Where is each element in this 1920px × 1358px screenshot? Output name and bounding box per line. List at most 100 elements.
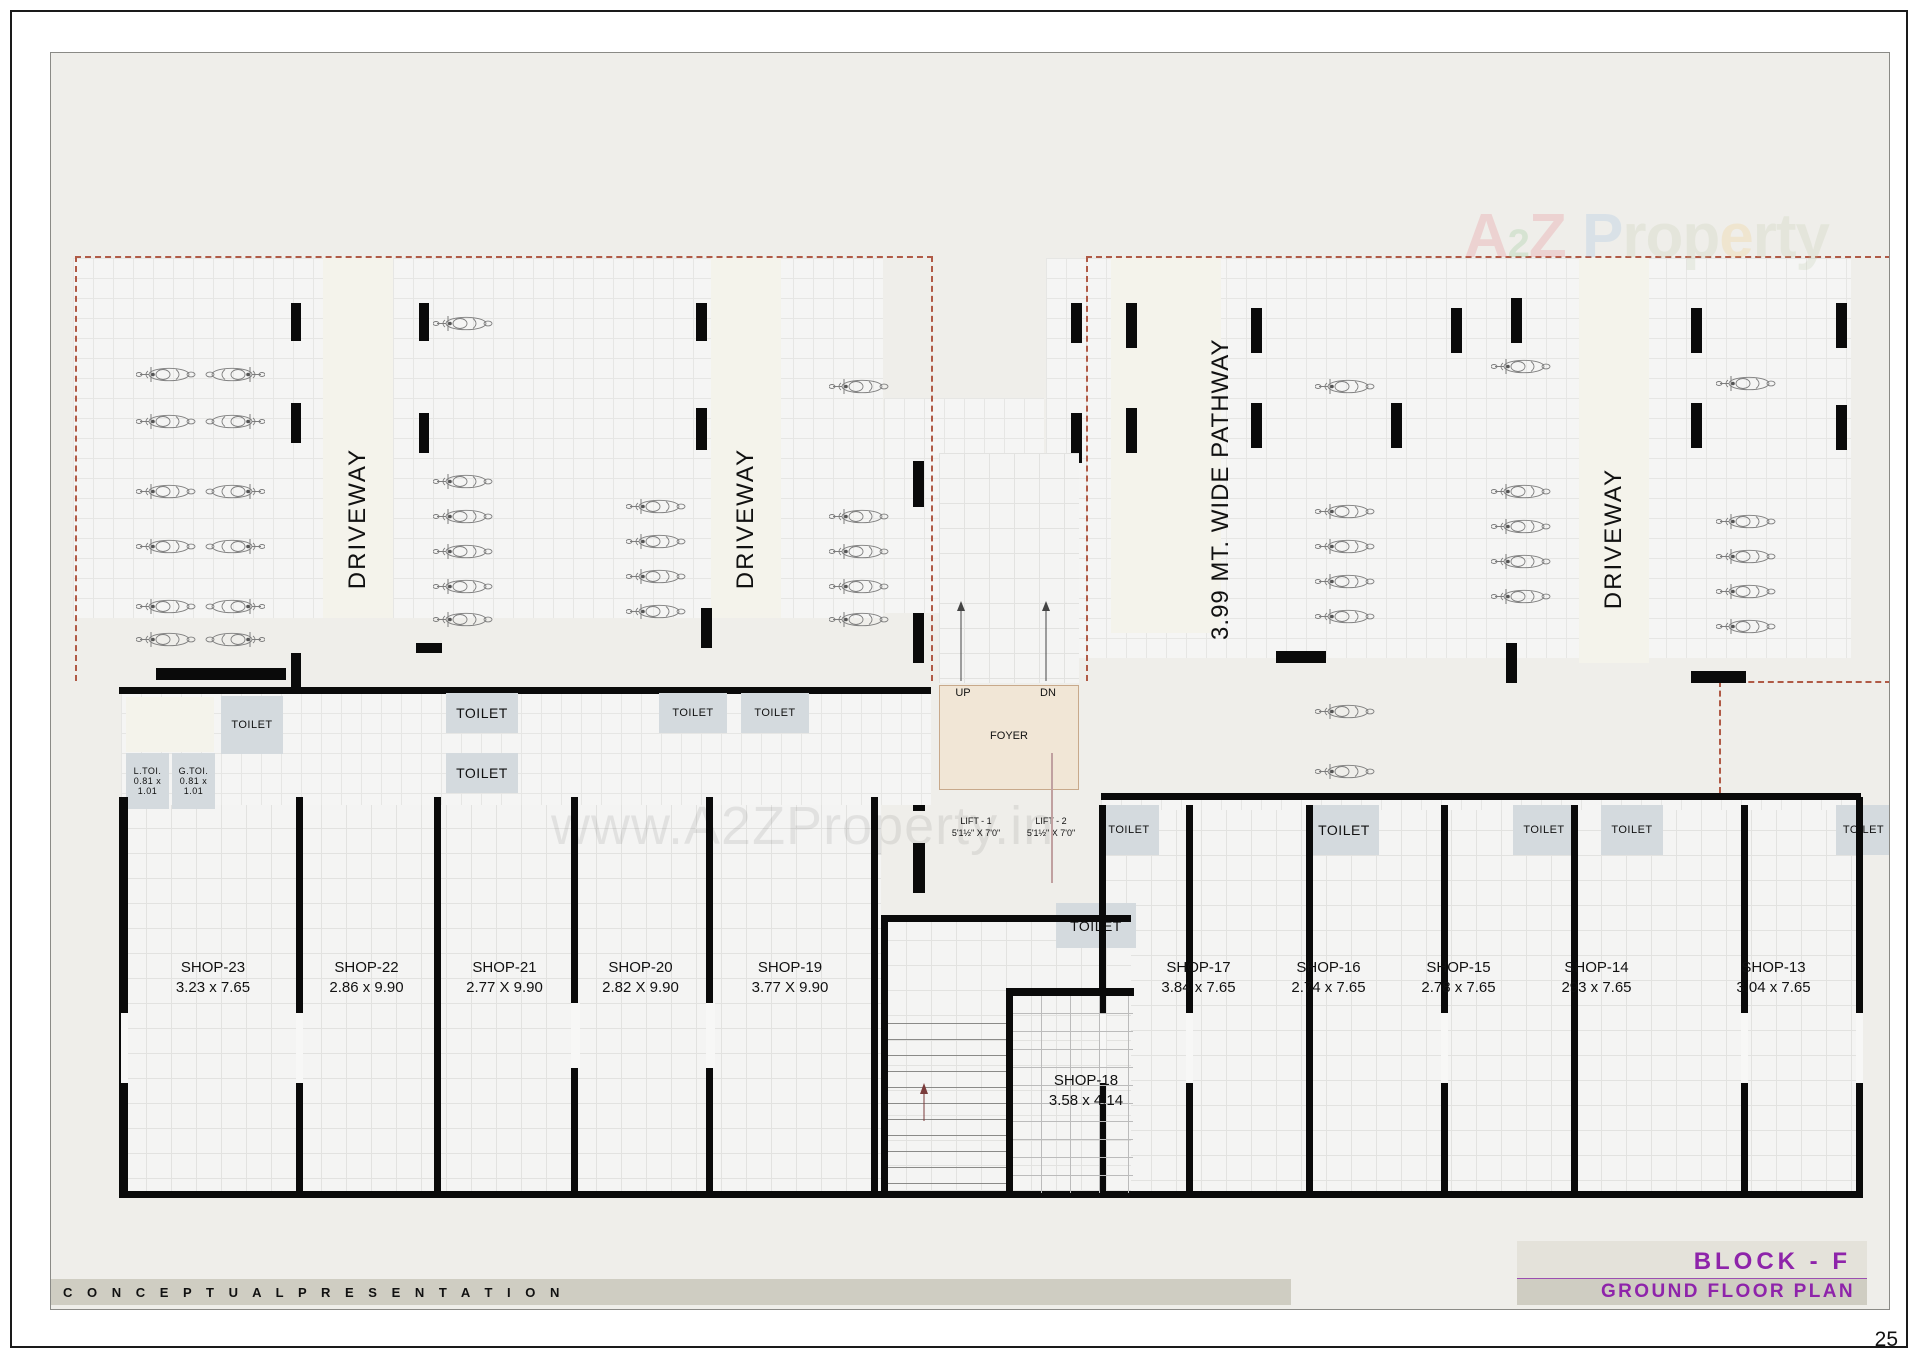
scooter-icon [203,598,265,615]
column [1126,408,1137,453]
partition-wall [1571,805,1578,1193]
lift-1-name: LIFT - 1 [960,816,992,826]
scooter-icon [626,498,688,515]
toilet-label: TOILET [1318,822,1370,838]
shop-name: SHOP-16 [1296,959,1361,976]
scooter-icon [203,413,265,430]
column [1276,651,1326,663]
column [1071,303,1082,343]
scooter-icon [433,611,495,628]
shop-name: SHOP-18 [1053,1072,1119,1089]
shop-name: SHOP-13 [1741,959,1806,976]
column [1126,303,1137,348]
shop-label: SHOP-14 293 x 7.65 [1519,958,1674,999]
door-opening [1741,1013,1748,1083]
scooter-icon [1315,378,1377,395]
toilet-room: TOILET [446,753,518,793]
door-opening [121,1013,128,1083]
shop-name: SHOP-15 [1426,959,1491,976]
scooter-icon [203,631,265,648]
foyer-label: FOYER [990,730,1028,742]
column [913,461,924,507]
setback-line-top-right [1086,256,1889,258]
shop-size: 3.04 x 7.65 [1736,979,1811,997]
shop-size: 3.23 x 7.65 [175,979,251,997]
toilet-room: TOILET [1056,903,1136,948]
logo-text-rty: rty [1752,202,1830,271]
block-label: BLOCK - F [1693,1248,1851,1275]
scooter-icon [203,366,265,383]
stair-treads [888,1008,1006,1193]
column [1506,643,1517,683]
toilet-label: TOILET [231,719,273,731]
toilet-room: TOILET [741,693,809,733]
door-opening [571,1003,580,1068]
door-opening [1441,1013,1448,1083]
scooter-icon [829,378,891,395]
toilet-room: TOILET [1099,805,1159,855]
block-title-bar: BLOCK - F [1517,1241,1867,1279]
column [1691,671,1746,683]
shop-name: SHOP-19 [757,959,823,976]
stair-head-wall [1006,988,1134,996]
shop-name: SHOP-14 [1564,959,1629,976]
column [913,843,925,893]
partition-wall [1186,805,1193,1193]
column [419,303,429,341]
foyer-area [939,685,1079,790]
toilet-label: TOILET [1523,824,1565,836]
shops-grid-right [1101,805,1861,1195]
scooter-icon [1716,583,1778,600]
column [1836,303,1847,348]
scooter-icon [1716,618,1778,635]
column [1251,308,1262,353]
entry-lobby-small [126,697,214,752]
toilet-room: TOILET [1513,805,1575,855]
shops-grid-left [121,803,881,1193]
wall-bottom-left [119,1191,931,1198]
scooter-icon [1315,763,1377,780]
lift-divider-wall [1051,753,1053,883]
door-opening [706,1003,715,1068]
shop-size: 2.78 x 7.65 [1421,979,1496,997]
lift-1-size: 5'1½" X 7'0" [951,828,1001,839]
setback-line-right-bottom [1719,681,1889,683]
a2z-property-logo-watermark: A2Z Property [1464,201,1830,272]
column [1391,403,1402,448]
scooter-icon [136,366,198,383]
scooter-icon [1716,548,1778,565]
scooter-icon [626,603,688,620]
toilet-room: TOILET [1309,805,1379,855]
url-watermark: www.A2ZProperty.in [551,796,1055,856]
scooter-icon [1716,513,1778,530]
column [1451,308,1462,353]
column [419,413,429,453]
partition-wall [1306,805,1313,1193]
door-opening [1856,1013,1863,1083]
shop-size: 2.86 x 9.90 [329,979,404,997]
gtoi-name: G.TOI. [178,766,209,776]
dn-arrow-icon [1042,601,1050,681]
scooter-icon [1315,703,1377,720]
scooter-icon [1491,518,1553,535]
scooter-icon [1491,588,1553,605]
gtoi-room: G.TOI. 0.81 x 1.01 [172,753,215,809]
stair-direction-arrow-icon [920,1083,928,1121]
scooter-icon [433,473,495,490]
shop-label: SHOP-15 2.78 x 7.65 [1381,958,1536,999]
conceptual-presentation-bar: C O N C E P T U A L P R E S E N T A T I … [51,1279,1291,1305]
logo-letter-e: e [1719,202,1753,271]
scooter-icon [203,538,265,555]
driveway-label-3: DRIVEWAY [1599,467,1627,610]
setback-line-right-start [1086,256,1088,681]
corridor-grid-right [1101,798,1861,810]
shop-size: 2.77 X 9.90 [466,979,543,997]
wall-upper-long-right [1101,793,1861,800]
scooter-icon [433,578,495,595]
shop-size: 293 x 7.65 [1561,979,1632,997]
driveway-label-1: DRIVEWAY [343,447,371,590]
